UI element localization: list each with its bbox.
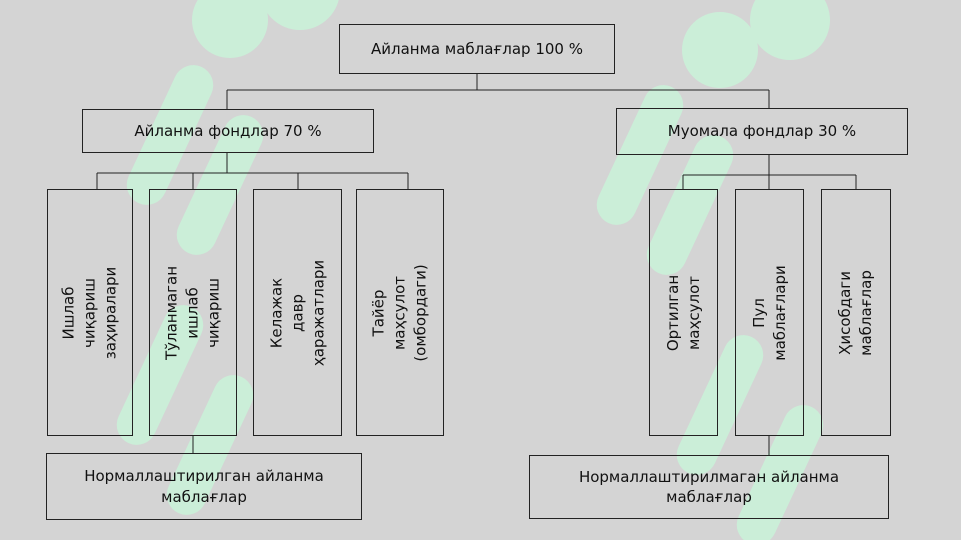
right-child-node: Ортилган маҳсулот — [649, 189, 718, 436]
root-label: Айланма маблағлар 100 % — [371, 39, 583, 58]
right-child-node: Ҳисобдаги маблағлар — [821, 189, 891, 436]
right-child-label: Ҳисобдаги маблағлар — [836, 269, 875, 356]
right-footer-label: Нормаллаштирилмаган айланма маблағлар — [578, 467, 840, 506]
left-child-node: Тайёр маҳсулот (омбордаги) — [356, 189, 444, 436]
left-branch-node: Айланма фондлар 70 % — [82, 109, 374, 153]
left-child-node: Ишлаб чиқариш заҳиралари — [47, 189, 133, 436]
right-branch-label: Муомала фондлар 30 % — [667, 122, 857, 141]
left-child-label: Тайёр маҳсулот (омбордаги) — [369, 263, 430, 362]
right-branch-node: Муомала фондлар 30 % — [616, 108, 908, 155]
left-child-label: Тўланмаган ишлаб чиқариш — [162, 265, 223, 360]
root-node: Айланма маблағлар 100 % — [339, 24, 615, 74]
right-child-label: Пул маблағлари — [749, 264, 789, 361]
left-child-node: Келажак давр ҳаражатлари — [253, 189, 342, 436]
left-branch-label: Айланма фондлар 70 % — [134, 121, 322, 140]
right-child-node: Пул маблағлари — [735, 189, 804, 436]
right-footer-node: Нормаллаштирилмаган айланма маблағлар — [529, 455, 889, 519]
left-footer-label: Нормаллаштирилган айланма маблағлар — [84, 467, 324, 506]
left-child-node: Тўланмаган ишлаб чиқариш — [149, 189, 237, 436]
left-child-label: Ишлаб чиқариш заҳиралари — [59, 266, 120, 359]
left-child-label: Келажак давр ҳаражатлари — [267, 259, 327, 366]
right-child-label: Ортилган маҳсулот — [663, 274, 703, 351]
left-footer-node: Нормаллаштирилган айланма маблағлар — [46, 453, 362, 520]
